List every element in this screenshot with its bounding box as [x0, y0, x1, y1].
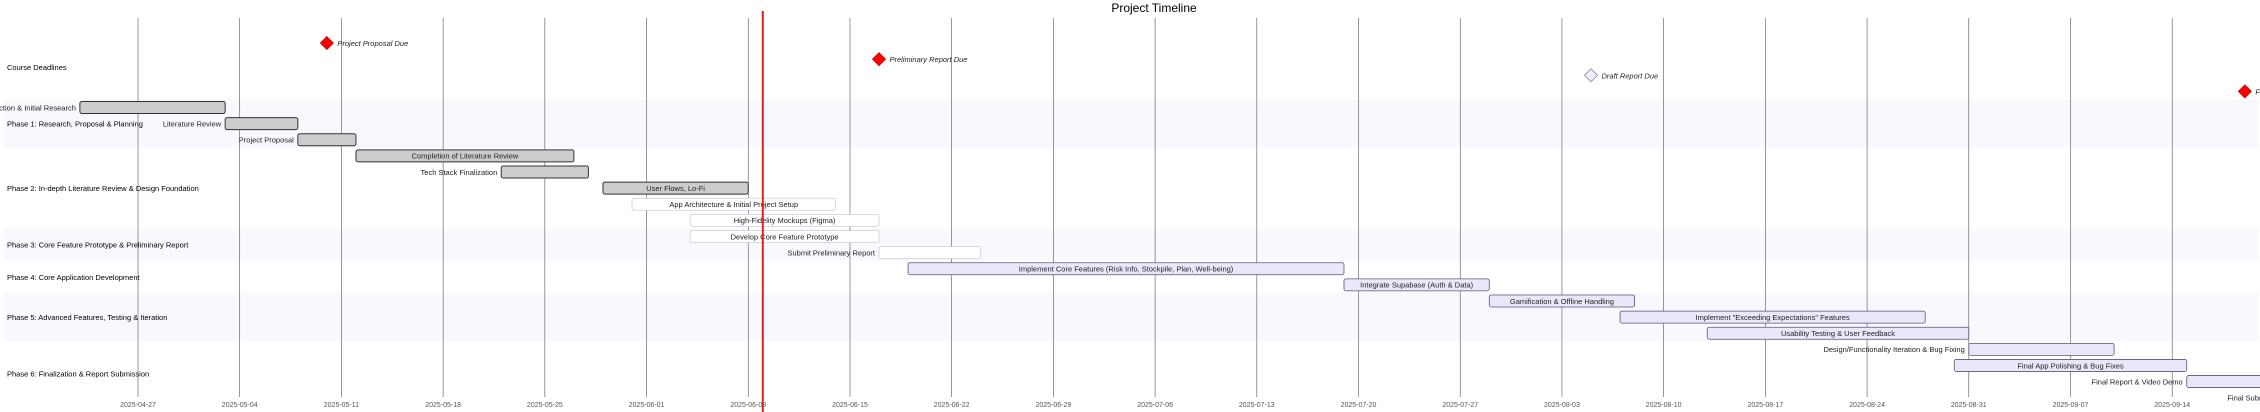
task-label: App Architecture & Initial Project Setup — [669, 200, 798, 209]
x-tick-label: 2025-06-08 — [730, 402, 766, 409]
x-tick-label: 2025-06-01 — [629, 402, 665, 409]
x-tick-label: 2025-05-18 — [425, 402, 461, 409]
task-bar — [224, 117, 299, 131]
task-bar — [79, 101, 226, 115]
task-label: Implement "Exceeding Expectations" Featu… — [1696, 313, 1850, 322]
section-label: Phase 3: Core Feature Prototype & Prelim… — [7, 241, 189, 250]
x-tick-label: 2025-08-17 — [1747, 402, 1783, 409]
task-label: Design/Functionality Iteration & Bug Fix… — [1823, 345, 1964, 354]
task-label: Develop Core Feature Prototype — [731, 232, 839, 241]
x-tick-label: 2025-04-27 — [120, 402, 156, 409]
task-bar — [1953, 359, 2188, 372]
x-tick-label: 2025-08-24 — [1849, 402, 1885, 409]
x-tick-label: 2025-07-27 — [1442, 402, 1478, 409]
x-tick-label: 2025-05-11 — [324, 402, 359, 409]
section-band — [4, 228, 2258, 261]
milestone-label: Project Proposal Due — [337, 39, 408, 48]
task-label: Final App Polishing & Bug Fixes — [2017, 361, 2124, 370]
x-tick-label: 2025-07-20 — [1341, 402, 1377, 409]
task-label: Gamification & Offline Handling — [1510, 297, 1614, 306]
milestone-marker — [319, 35, 334, 51]
task-label: Final Submission — [2227, 394, 2260, 403]
x-tick-label: 2025-08-03 — [1544, 402, 1580, 409]
x-tick-label: 2025-07-13 — [1239, 402, 1275, 409]
task-label: Literature Review — [163, 119, 222, 128]
task-bar — [297, 133, 357, 147]
task-bar — [1706, 326, 1970, 340]
section-band — [4, 99, 2258, 148]
section-label: Phase 5: Advanced Features, Testing & It… — [7, 313, 167, 322]
gridlines — [137, 18, 2173, 397]
task-bar — [907, 262, 1345, 276]
section-label: Phase 6: Finalization & Report Submissio… — [7, 370, 149, 379]
task-label: Project Proposal — [239, 136, 294, 145]
x-axis: 2025-04-27 2025-05-04 2025-05-11 2025-05-18… — [120, 402, 2190, 409]
x-tick-label: 2025-05-04 — [222, 402, 258, 409]
task-bar — [689, 213, 880, 227]
task-label: Final Report & Video Demo — [2092, 377, 2183, 386]
task-label: Implement Core Features (Risk Info, Stoc… — [1019, 265, 1234, 274]
x-tick-label: 2025-06-15 — [832, 402, 868, 409]
task-bar — [355, 149, 575, 163]
task-bar — [689, 230, 880, 243]
task-label: Completion of Literature Review — [412, 152, 519, 161]
milestone-marker — [871, 52, 887, 67]
milestone-label: Draft Report Due — [1602, 71, 1659, 80]
task-label: Usability Testing & User Feedback — [1781, 329, 1895, 338]
task-bars: Project selection & Initial ResearchLite… — [0, 101, 2260, 403]
section-label: Course Deadlines — [7, 63, 67, 72]
x-tick-label: 2025-08-31 — [1951, 402, 1987, 409]
milestone-marker — [2237, 84, 2252, 99]
x-tick-label: 2025-06-22 — [934, 402, 970, 409]
milestone-marker — [1583, 68, 1599, 83]
section-label: Phase 4: Core Application Development — [7, 273, 140, 282]
task-label: Tech Stack Finalization — [421, 168, 498, 177]
section-label: Phase 2: In-depth Literature Review & De… — [7, 184, 199, 193]
x-tick-label: 2025-06-29 — [1035, 402, 1071, 409]
task-bar — [1343, 278, 1490, 292]
task-bar — [602, 181, 749, 195]
task-bar — [878, 246, 982, 260]
task-label: High-Fidelity Mockups (Figma) — [734, 216, 836, 225]
x-tick-label: 2025-05-25 — [527, 402, 563, 409]
task-bar — [1619, 310, 1926, 324]
task-label: Project selection & Initial Research — [0, 103, 76, 112]
task-bar — [500, 165, 589, 179]
x-tick-label: 2025-08-10 — [1646, 402, 1682, 409]
task-bar — [631, 197, 836, 211]
milestone-label: Preliminary Report Due — [890, 55, 968, 64]
x-tick-label: 2025-09-14 — [2154, 402, 2190, 409]
task-label: Submit Preliminary Report — [787, 248, 875, 257]
milestone-label: Final Report Due — [2255, 87, 2260, 96]
task-label: Integrate Supabase (Auth & Data) — [1360, 281, 1473, 290]
task-bar — [2186, 375, 2260, 388]
x-tick-label: 2025-09-07 — [2053, 402, 2089, 409]
chart-title: Project Timeline — [1111, 1, 1197, 15]
section-label: Phase 1: Research, Proposal & Planning — [7, 120, 143, 129]
task-bar — [1488, 294, 1635, 308]
x-tick-label: 2025-07-06 — [1137, 402, 1173, 409]
task-bar — [1968, 342, 2115, 356]
task-label: User Flows, Lo-Fi — [646, 184, 705, 193]
